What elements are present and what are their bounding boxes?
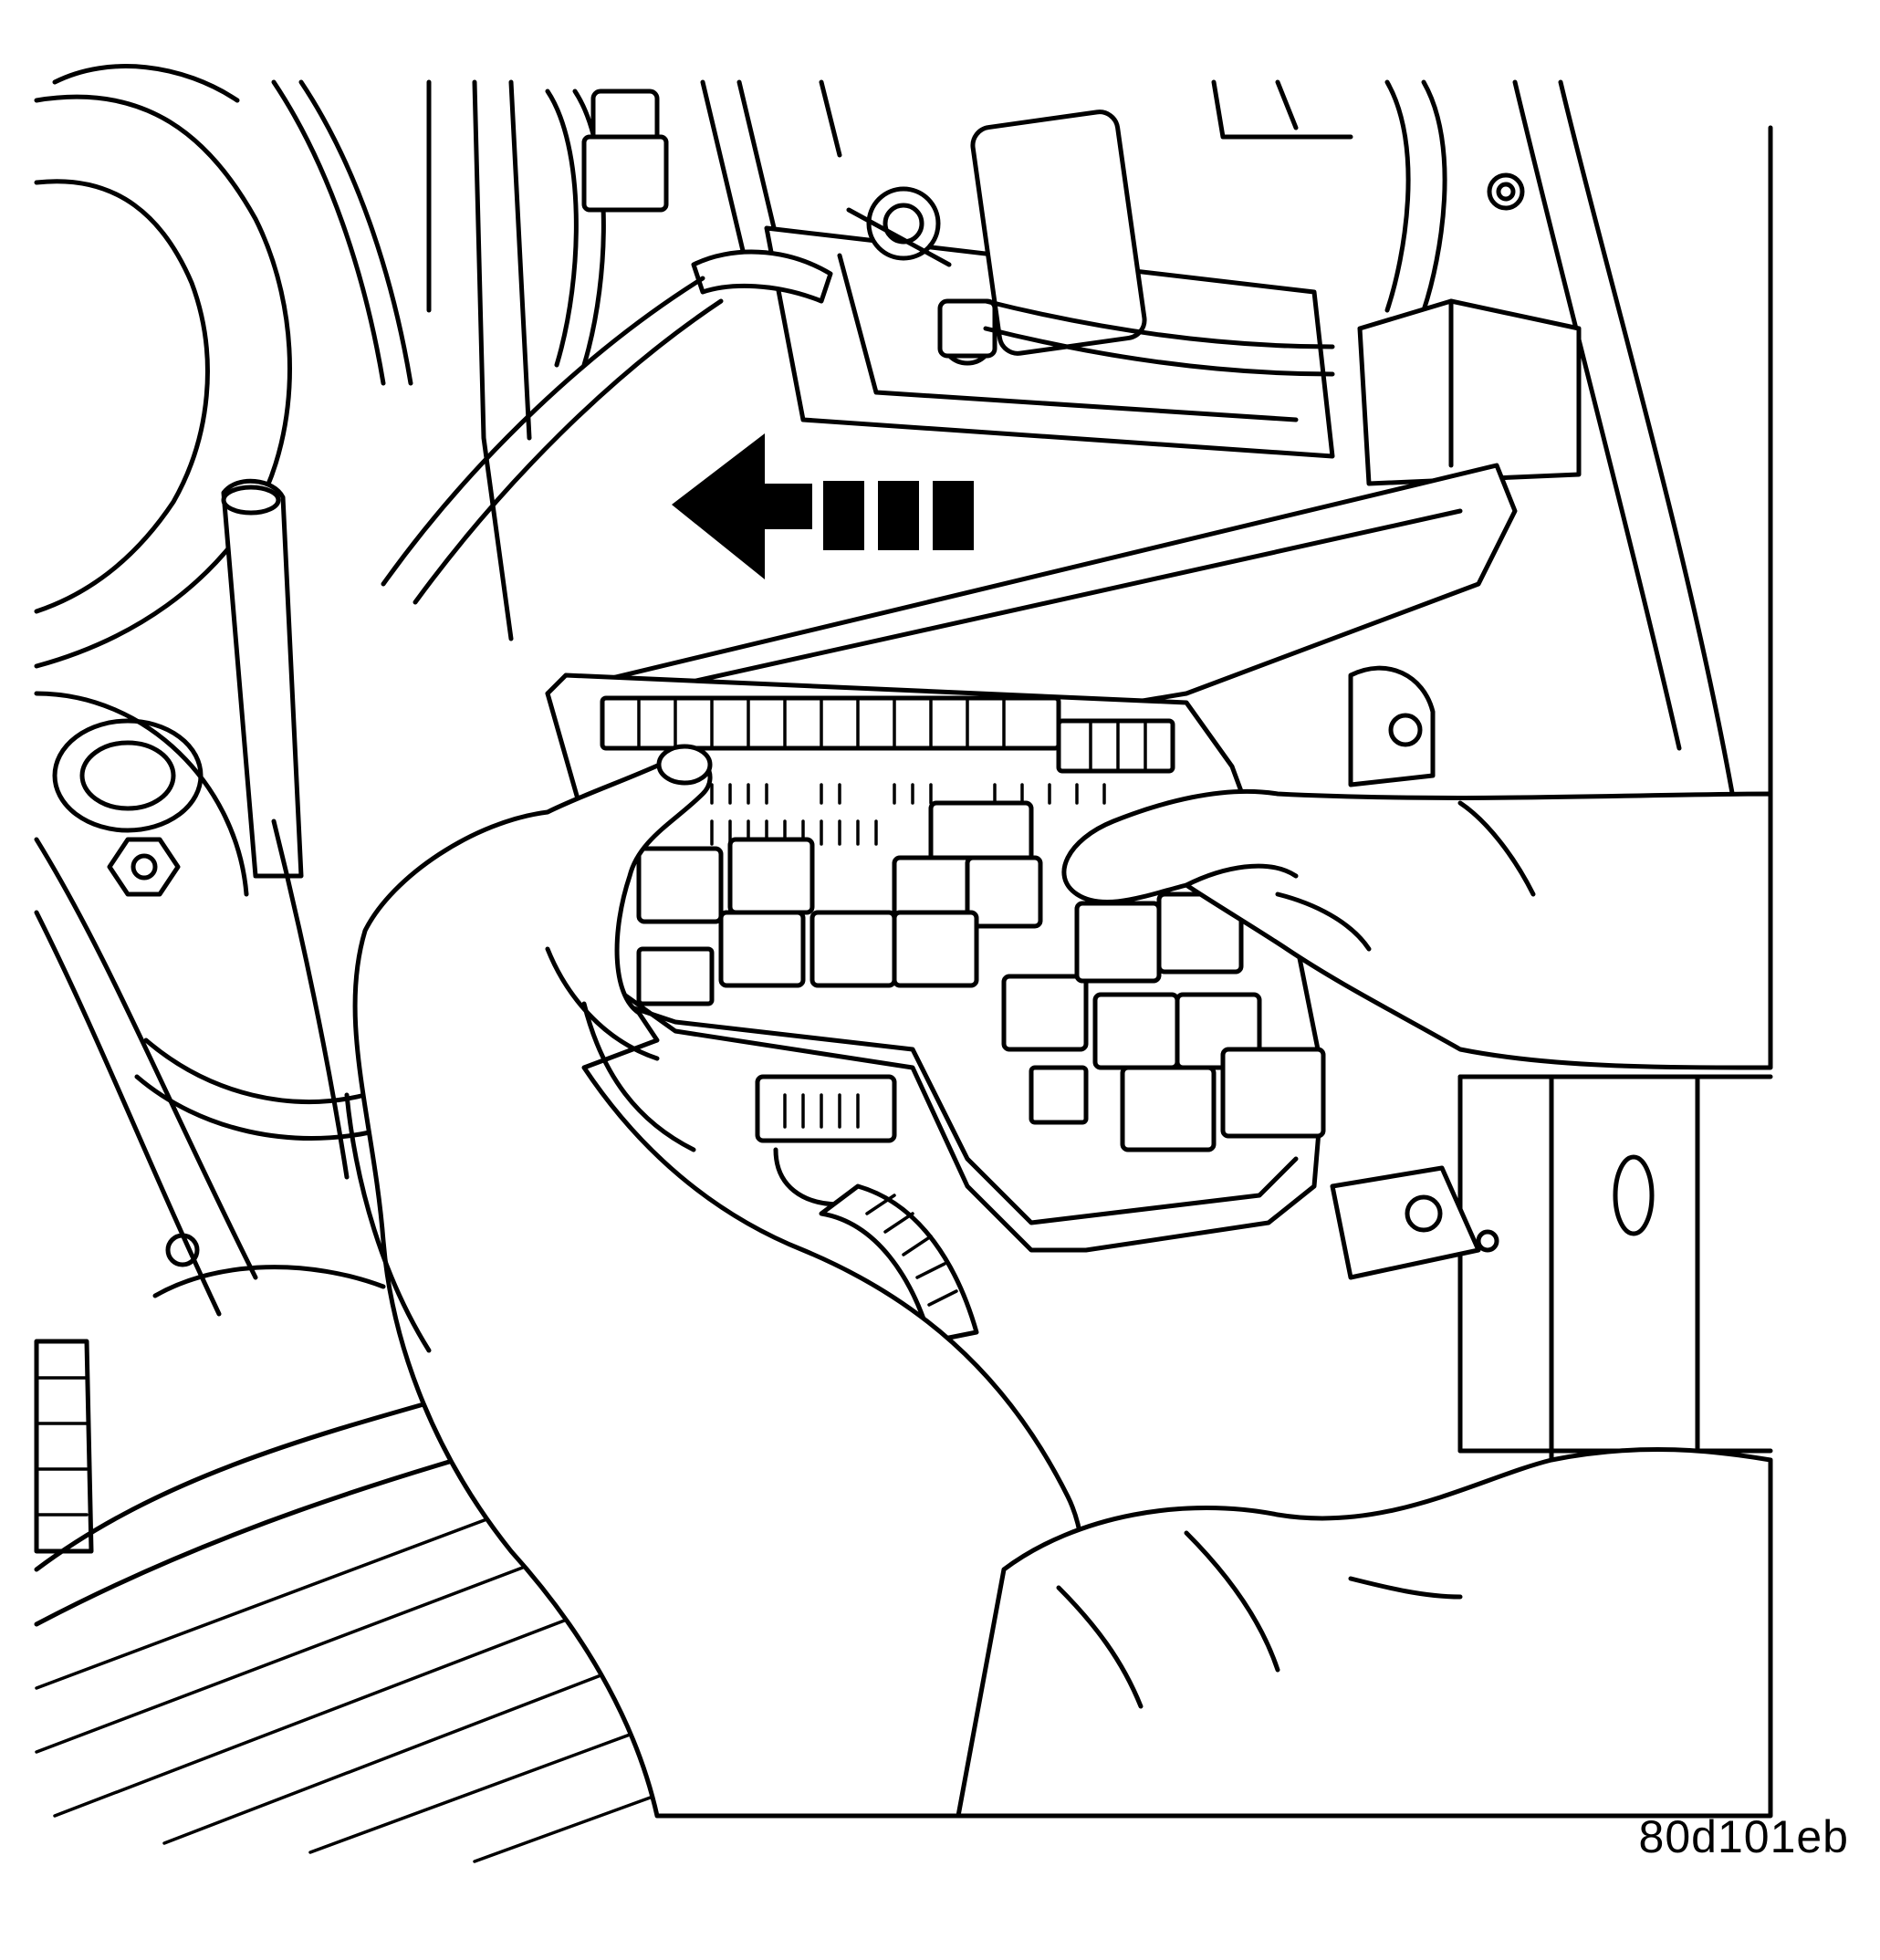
left-hand <box>344 744 1087 1819</box>
right-hand <box>1061 788 1773 1070</box>
arrow-left-icon <box>672 433 974 579</box>
figure-id-label: 80d101eb <box>1638 1811 1849 1862</box>
engine-bay-background <box>34 64 1773 1863</box>
sleeve <box>956 1446 1773 1819</box>
